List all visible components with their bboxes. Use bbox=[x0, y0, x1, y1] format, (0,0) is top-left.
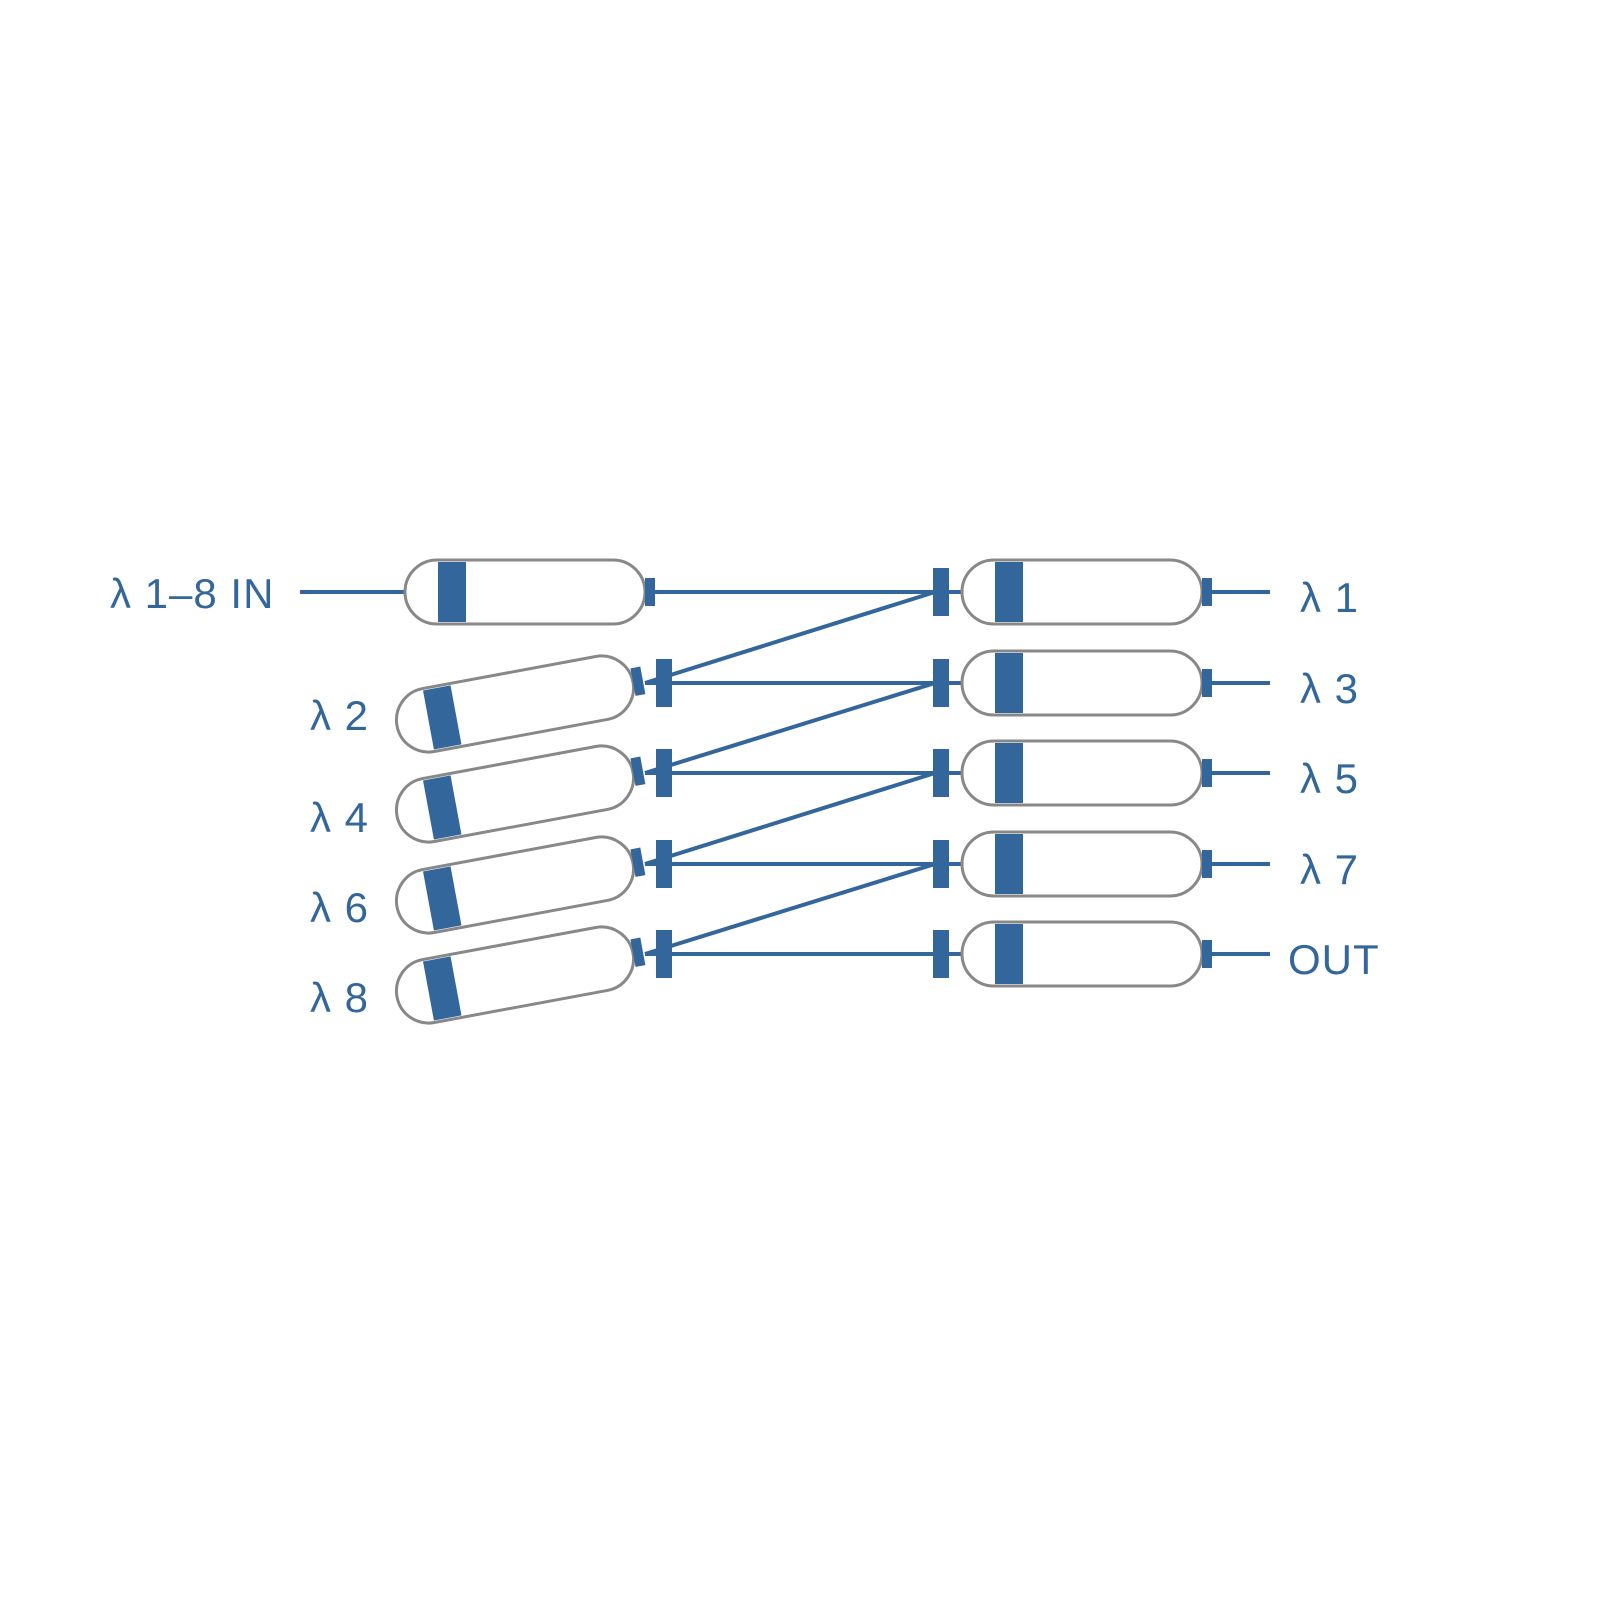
filter-band bbox=[423, 956, 462, 1021]
output-filter: OUT bbox=[933, 920, 1380, 988]
filter-band bbox=[995, 743, 1023, 803]
input-filter bbox=[403, 558, 655, 626]
connector-bar bbox=[656, 840, 672, 888]
output-filter: λ 1 bbox=[933, 558, 1359, 626]
drop-filter: λ 6 bbox=[310, 771, 936, 935]
connector-bar bbox=[933, 659, 949, 707]
output-filter: λ 5 bbox=[933, 739, 1359, 807]
filter-band bbox=[995, 653, 1023, 713]
connector-bar bbox=[933, 568, 949, 616]
drop-label: λ 2 bbox=[310, 692, 369, 739]
connector-bar bbox=[656, 749, 672, 797]
output-label: λ 1 bbox=[1300, 574, 1359, 621]
drop-filter: λ 4 bbox=[310, 681, 936, 844]
output-label: λ 5 bbox=[1300, 755, 1359, 802]
diagonal-fiber bbox=[644, 681, 936, 775]
connector-bar bbox=[656, 930, 672, 978]
drop-filter: λ 8 bbox=[310, 862, 936, 1025]
output-label: λ 3 bbox=[1300, 665, 1359, 712]
filter-band bbox=[995, 834, 1023, 894]
output-label: OUT bbox=[1288, 936, 1380, 983]
output-label: λ 7 bbox=[1300, 846, 1359, 893]
output-filter: λ 3 bbox=[933, 649, 1359, 717]
diagonal-fiber bbox=[644, 590, 936, 685]
output-filter: λ 7 bbox=[933, 830, 1359, 898]
filter-band bbox=[423, 685, 462, 750]
connector-bar bbox=[933, 749, 949, 797]
diagonal-fiber bbox=[644, 771, 936, 866]
filter-band bbox=[995, 924, 1023, 984]
drop-label: λ 6 bbox=[310, 884, 369, 931]
filter-band bbox=[423, 775, 462, 840]
drop-filter: λ 2 bbox=[310, 590, 936, 754]
connector-bar bbox=[933, 840, 949, 888]
drop-label: λ 4 bbox=[310, 794, 369, 841]
diagonal-fiber bbox=[644, 862, 936, 956]
connector-bar bbox=[933, 930, 949, 978]
input-label: λ 1–8 IN bbox=[110, 570, 274, 617]
filter-band bbox=[423, 866, 462, 931]
drop-label: λ 8 bbox=[310, 974, 369, 1021]
filter-band bbox=[995, 562, 1023, 622]
connector-bar bbox=[656, 659, 672, 707]
